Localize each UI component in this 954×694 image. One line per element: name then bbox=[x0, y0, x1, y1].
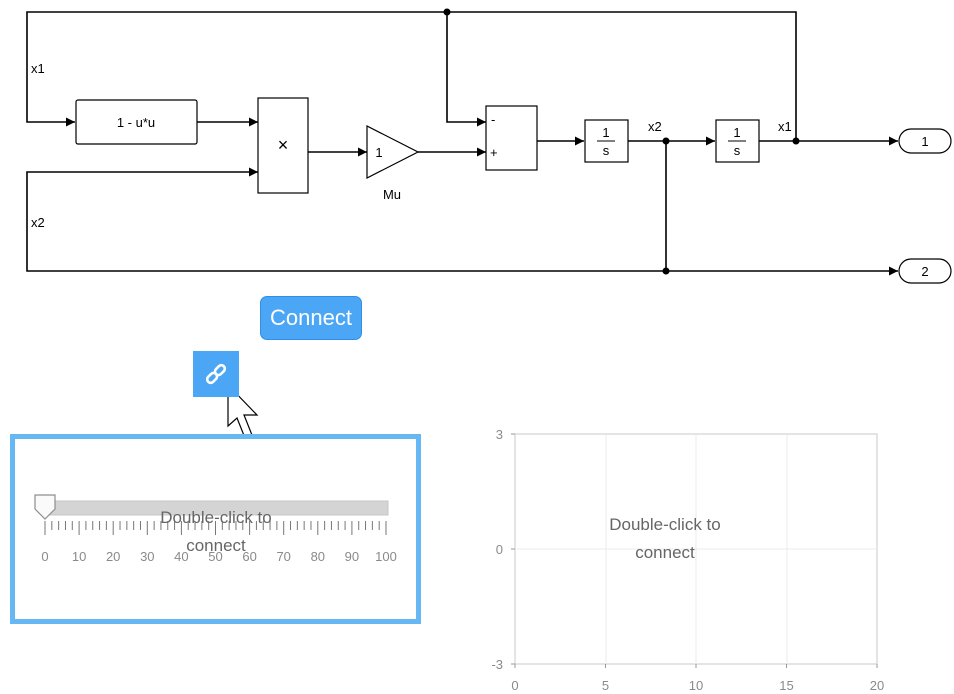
slider-placeholder-line2: connect bbox=[186, 536, 246, 555]
link-icon bbox=[205, 363, 227, 385]
sum-minus-sign: - bbox=[491, 112, 495, 127]
slider-tick-label: 70 bbox=[276, 549, 290, 564]
scope-axes[interactable]: 0 5 10 15 20 3 0 -3 Double-click to connect bbox=[491, 427, 884, 693]
slider-tick-label: 90 bbox=[345, 549, 359, 564]
scope-y-tick-label: -3 bbox=[491, 657, 503, 672]
scope-x-tick-label: 0 bbox=[511, 678, 518, 693]
gain-block-name: Mu bbox=[383, 187, 401, 202]
slider-tick-label: 40 bbox=[174, 549, 188, 564]
gain-block[interactable]: 1 bbox=[366, 125, 420, 179]
integrator-numerator: 1 bbox=[602, 125, 609, 140]
integrator-block[interactable]: 1 s bbox=[715, 119, 760, 163]
scope-y-tick-label: 3 bbox=[496, 427, 503, 442]
signal-label-x1: x1 bbox=[31, 61, 45, 76]
signal-label-x1: x1 bbox=[778, 119, 792, 134]
product-block[interactable]: × bbox=[257, 97, 309, 194]
branch-point bbox=[443, 8, 451, 16]
signal-x1-feedback-loop[interactable] bbox=[26, 11, 797, 141]
slider-control: 0 10 20 30 40 50 60 70 80 90 100 Double-click to c… bbox=[34, 494, 397, 564]
slider-tick-label: 20 bbox=[106, 549, 120, 564]
slider-tick-label: 30 bbox=[140, 549, 154, 564]
slider-tick-label: 0 bbox=[41, 549, 48, 564]
sum-block[interactable]: - + bbox=[485, 105, 538, 171]
sum-plus-sign: + bbox=[490, 145, 498, 160]
gain-value: 1 bbox=[375, 145, 382, 160]
slider-tick-label: 80 bbox=[311, 549, 325, 564]
integrator-denominator: s bbox=[734, 143, 741, 158]
fcn-expression: 1 - u*u bbox=[117, 115, 155, 130]
outport-number: 2 bbox=[921, 264, 928, 279]
signal-label-x2: x2 bbox=[648, 119, 662, 134]
scope-x-tick-label: 5 bbox=[602, 678, 609, 693]
signal-x1-to-sum[interactable] bbox=[446, 12, 486, 127]
link-button[interactable] bbox=[193, 351, 239, 397]
branch-point bbox=[792, 137, 800, 145]
scope-y-tick-label: 0 bbox=[496, 542, 503, 557]
connect-button[interactable]: Connect bbox=[260, 296, 362, 340]
integrator-block[interactable]: 1 s bbox=[584, 119, 629, 163]
slider-placeholder-line1: Double-click to bbox=[160, 508, 272, 527]
fcn-block[interactable]: 1 - u*u bbox=[75, 99, 198, 145]
slider-tick-label: 100 bbox=[375, 549, 397, 564]
signal-x2-to-out2[interactable] bbox=[665, 141, 898, 276]
product-symbol: × bbox=[278, 135, 289, 155]
branch-point bbox=[662, 267, 670, 275]
slider-dashboard-block[interactable]: 0 10 20 30 40 50 60 70 80 90 100 Double-click to c… bbox=[10, 434, 421, 624]
slider-tick-label: 50 bbox=[208, 549, 222, 564]
outport-number: 1 bbox=[921, 134, 928, 149]
integrator-denominator: s bbox=[603, 143, 610, 158]
outport-1[interactable]: 1 bbox=[898, 128, 952, 154]
scope-x-tick-label: 10 bbox=[689, 678, 703, 693]
scope-x-tick-label: 15 bbox=[779, 678, 793, 693]
signal-label-x2: x2 bbox=[31, 215, 45, 230]
scope-placeholder-line1: Double-click to bbox=[609, 515, 721, 534]
slider-tick-label: 10 bbox=[72, 549, 86, 564]
signal-x2-to-product[interactable] bbox=[26, 167, 666, 272]
slider-thumb[interactable] bbox=[34, 494, 56, 520]
branch-point bbox=[662, 137, 670, 145]
slider-tick-label: 60 bbox=[242, 549, 256, 564]
integrator-numerator: 1 bbox=[733, 125, 740, 140]
scope-placeholder-line2: connect bbox=[635, 543, 695, 562]
outport-2[interactable]: 2 bbox=[898, 258, 952, 284]
scope-x-tick-label: 20 bbox=[870, 678, 884, 693]
